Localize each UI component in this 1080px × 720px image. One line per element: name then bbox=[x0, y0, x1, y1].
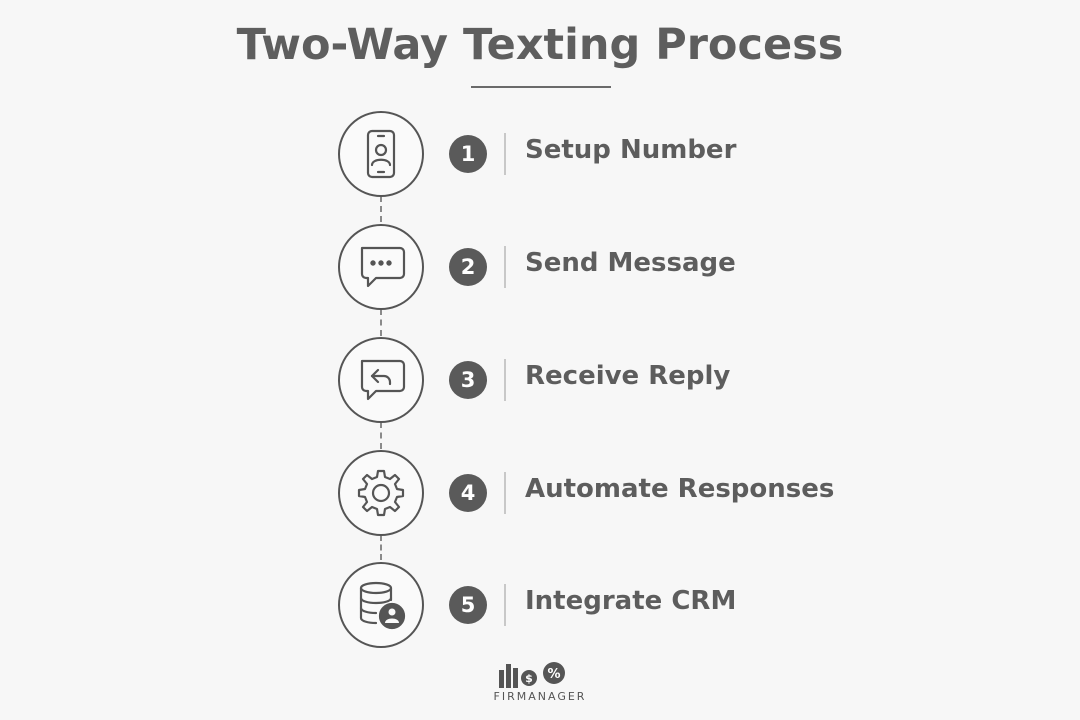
step-5-number-badge: 5 bbox=[449, 586, 487, 624]
step-2: 2 Send Message bbox=[338, 224, 898, 310]
reply-arrow-bubble-icon bbox=[360, 359, 406, 401]
step-3-icon-circle bbox=[338, 337, 424, 423]
smartphone-user-icon bbox=[366, 129, 396, 179]
step-1: 1 Setup Number bbox=[338, 111, 898, 197]
step-1-number-badge: 1 bbox=[449, 135, 487, 173]
step-3-number-badge: 3 bbox=[449, 361, 487, 399]
step-1-label: Setup Number bbox=[525, 135, 737, 165]
step-1-divider bbox=[504, 133, 506, 175]
step-5-icon-circle bbox=[338, 562, 424, 648]
database-user-icon bbox=[359, 581, 406, 630]
step-5-label: Integrate CRM bbox=[525, 586, 737, 616]
logo-mark-icon: $ % bbox=[499, 662, 565, 688]
connector-3-4 bbox=[380, 422, 382, 449]
logo-text: FIRMANAGER bbox=[493, 690, 587, 703]
step-2-icon-circle bbox=[338, 224, 424, 310]
logo-dollar-symbol: $ bbox=[525, 672, 533, 685]
step-4-icon-circle bbox=[338, 450, 424, 536]
logo-percent-symbol: % bbox=[547, 667, 560, 682]
step-3: 3 Receive Reply bbox=[338, 337, 898, 423]
title-underline bbox=[471, 86, 611, 88]
step-4-divider bbox=[504, 472, 506, 514]
step-5-divider bbox=[504, 584, 506, 626]
connector-4-5 bbox=[380, 535, 382, 560]
step-3-divider bbox=[504, 359, 506, 401]
gear-icon bbox=[357, 469, 405, 517]
connector-2-3 bbox=[380, 309, 382, 336]
step-2-label: Send Message bbox=[525, 248, 736, 278]
step-4-label: Automate Responses bbox=[525, 474, 835, 504]
step-4-number-badge: 4 bbox=[449, 474, 487, 512]
chat-bubble-dots-icon bbox=[360, 246, 406, 288]
connector-1-2 bbox=[380, 196, 382, 222]
step-1-icon-circle bbox=[338, 111, 424, 197]
step-5: 5 Integrate CRM bbox=[338, 562, 898, 648]
step-3-label: Receive Reply bbox=[525, 361, 731, 391]
step-2-number-badge: 2 bbox=[449, 248, 487, 286]
step-4: 4 Automate Responses bbox=[338, 450, 898, 536]
step-2-divider bbox=[504, 246, 506, 288]
page-title: Two-Way Texting Process bbox=[236, 20, 844, 70]
firmanager-logo: $ % FIRMANAGER bbox=[470, 660, 610, 710]
